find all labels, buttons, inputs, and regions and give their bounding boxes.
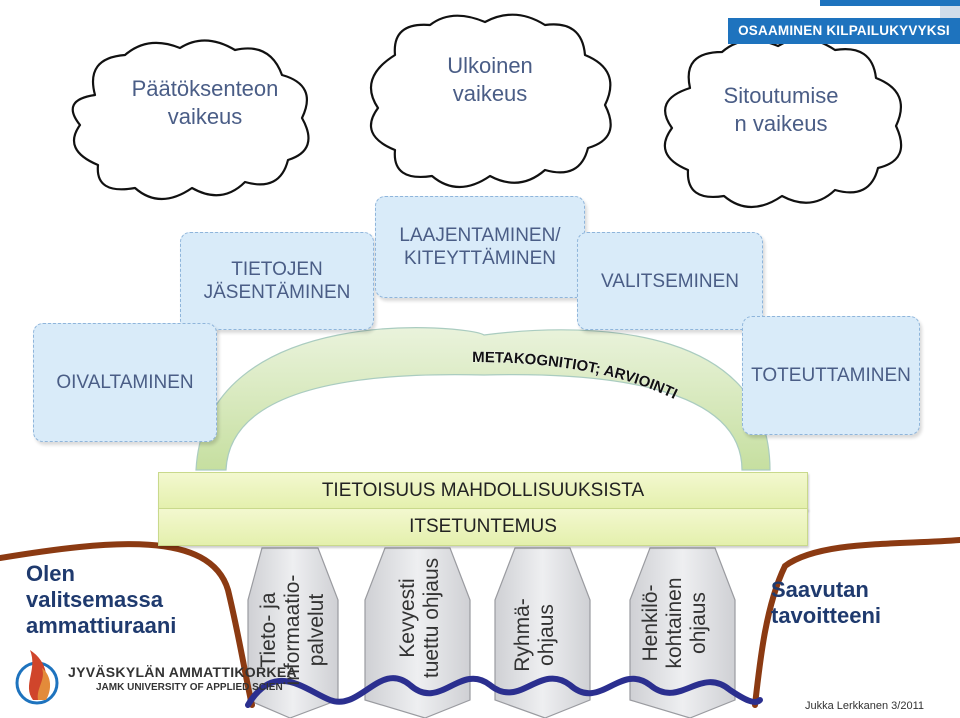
logo-title: JYVÄSKYLÄN AMMATTIKORKEA bbox=[68, 664, 297, 680]
stage-tietojen-jasentaminen: TIETOJEN JÄSENTÄMINEN bbox=[180, 232, 374, 330]
stage-valitseminen: VALITSEMINEN bbox=[577, 232, 763, 330]
unit-name-banner: OSAAMINEN KILPAILUKYVYKSI bbox=[728, 18, 960, 44]
side-text-goal: Saavutan tavoitteeni bbox=[771, 577, 882, 628]
metacognition-arc bbox=[195, 327, 771, 471]
column-label-personal-guidance: Henkilö- kohtainen ohjaus bbox=[639, 577, 710, 669]
column-label-light-guidance: Kevyesti tuettu ohjaus bbox=[396, 557, 443, 679]
journey-curve bbox=[0, 537, 960, 708]
cloud-shape-1 bbox=[71, 39, 310, 200]
cloud-label-commitment: Sitoutumise n vaikeus bbox=[723, 83, 839, 136]
jamk-logo-icon bbox=[15, 650, 59, 705]
column-shape-1 bbox=[247, 547, 339, 718]
column-shape-3 bbox=[494, 547, 591, 718]
author-credit: Jukka Lerkkanen 3/2011 bbox=[804, 700, 924, 712]
logo-subtitle: JAMK UNIVERSITY OF APPLIED SCIEN bbox=[96, 682, 283, 693]
cloud-label-external: Ulkoinen vaikeus bbox=[447, 53, 533, 106]
cloud-label-decision: Päätöksenteon vaikeus bbox=[131, 76, 279, 129]
header-stripe bbox=[820, 0, 960, 6]
wave-line bbox=[245, 675, 763, 708]
stage-toteuttaminen: TOTEUTTAMINEN bbox=[742, 316, 920, 435]
cloud-shape-2 bbox=[369, 13, 612, 188]
band-awareness-of-options: TIETOISUUS MAHDOLLISUUKSISTA bbox=[158, 472, 808, 510]
stage-oivaltaminen: OIVALTAMINEN bbox=[33, 323, 217, 442]
column-shape-4 bbox=[629, 547, 736, 718]
stage-laajentaminen: LAAJENTAMINEN/ KITEYTTÄMINEN bbox=[375, 196, 585, 298]
band-self-knowledge: ITSETUNTEMUS bbox=[158, 508, 808, 546]
cloud-shape-3 bbox=[663, 37, 903, 208]
header-stripe bbox=[940, 6, 960, 18]
side-text-start: Olen valitsemassa ammattiuraani bbox=[26, 561, 177, 638]
column-label-group-guidance: Ryhmä- ohjaus bbox=[511, 598, 558, 672]
